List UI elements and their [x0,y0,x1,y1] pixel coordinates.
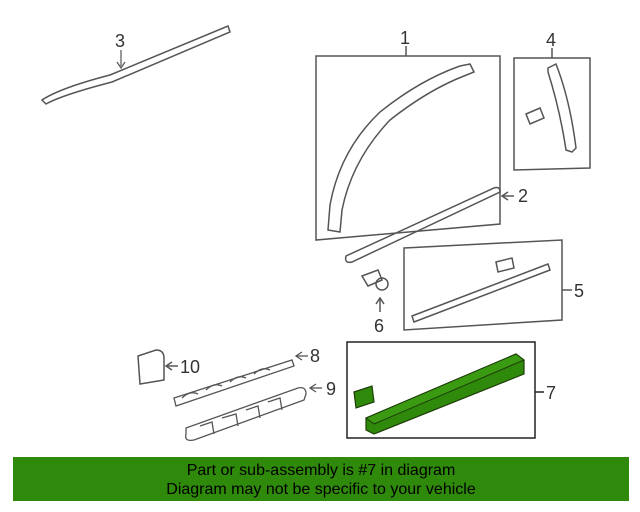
callout-10: 10 [180,357,200,377]
part-1-door-panel [315,46,501,241]
part-6-bolt [360,269,389,312]
banner-line-2: Diagram may not be specific to your vehi… [166,481,476,498]
callout-8: 8 [310,346,320,366]
part-8-nameplate [173,351,308,407]
part-7-rocker-molding [346,341,544,439]
part-2-weatherstrip [344,186,514,264]
banner-line-1: Part or sub-assembly is #7 in diagram [186,462,456,479]
callout-5: 5 [574,281,584,301]
callout-4: 4 [546,30,556,50]
part-3-roof-molding [40,24,231,105]
info-banner: Part or sub-assembly is #7 in diagram Di… [13,457,629,501]
callout-7: 7 [546,383,556,403]
callout-9: 9 [326,379,336,399]
part-4-pillar-applique [513,48,591,171]
callout-3: 3 [115,31,125,51]
callout-2: 2 [518,186,528,206]
parts-diagram: 3 1 4 2 5 6 7 [40,24,591,442]
callout-1: 1 [400,28,410,48]
part-9-emblem [185,383,322,442]
callout-6: 6 [374,316,384,336]
part-10-clip [137,349,178,385]
part-5-side-panel [403,239,572,331]
